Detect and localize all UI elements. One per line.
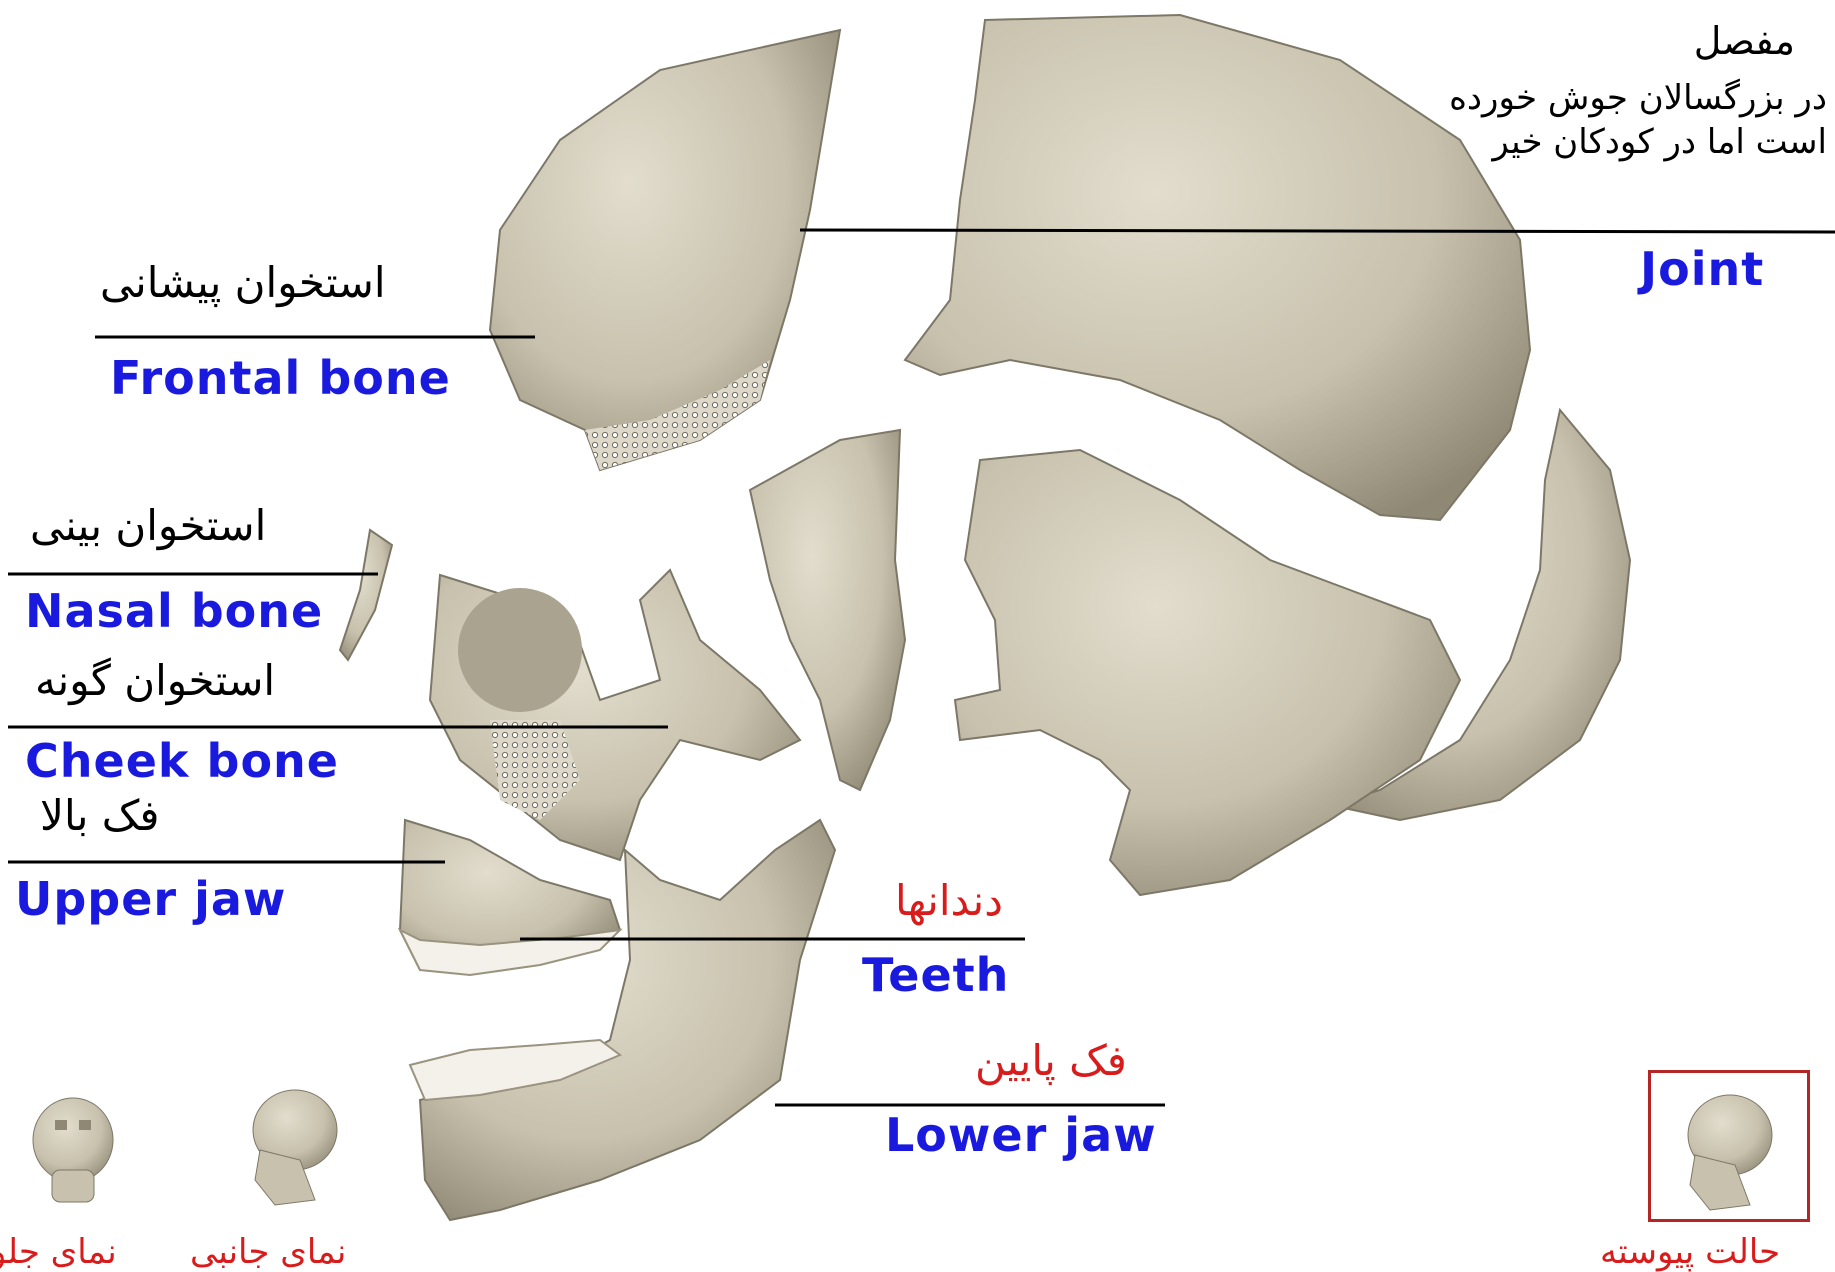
upperjaw-fa-label: فک بالا <box>40 795 159 837</box>
side-view-label[interactable]: نمای جانبی <box>190 1232 346 1272</box>
teeth-fa-label: دندانها <box>895 880 1003 922</box>
frontal-fa-label: استخوان پیشانی <box>100 262 386 304</box>
assembled-view-frame[interactable] <box>1648 1070 1810 1222</box>
cheek-bone-knob <box>458 588 582 712</box>
temporal-bone-shape <box>955 450 1460 895</box>
teeth-en-label: Teeth <box>862 952 1009 998</box>
joint-note: در بزرگسالان جوش خورده است اما در کودکان… <box>1407 76 1827 164</box>
nasal-fa-label: استخوان بینی <box>30 505 266 547</box>
lowerjaw-fa-label: فک پایین <box>975 1040 1127 1082</box>
frontal-en-label: Frontal bone <box>110 355 451 401</box>
front-view-thumbnail[interactable] <box>33 1098 113 1202</box>
front-view-label[interactable]: نمای جلو <box>0 1232 117 1272</box>
nasal-en-label: Nasal bone <box>25 588 323 634</box>
joint-leader <box>800 230 1835 232</box>
lowerjaw-en-label: Lower jaw <box>885 1112 1157 1158</box>
joint-en-label: Joint <box>1640 246 1764 292</box>
cheek-en-label: Cheek bone <box>25 738 339 784</box>
assembled-view-label[interactable]: حالت پیوسته <box>1600 1232 1780 1272</box>
upperjaw-en-label: Upper jaw <box>15 876 286 922</box>
joint-fa-label: مفصل <box>1694 22 1795 60</box>
cheek-fa-label: استخوان گونه <box>35 660 275 702</box>
nasal-bone-shape <box>340 530 392 660</box>
side-view-thumbnail[interactable] <box>253 1090 337 1205</box>
frontal-bone-shape <box>490 30 840 470</box>
